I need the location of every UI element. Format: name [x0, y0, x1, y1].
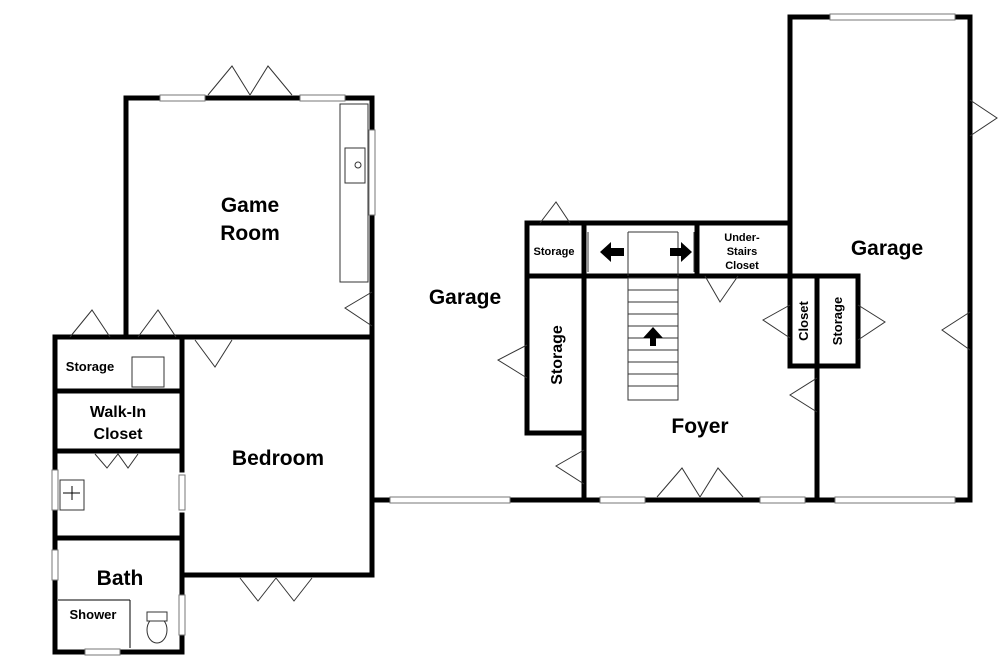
room-labels: Game Room Garage Garage Storage Walk-In …: [66, 194, 923, 622]
label-storage-tall-center: Storage: [549, 325, 566, 385]
label-storage-top-center: Storage: [534, 246, 575, 258]
label-under-stairs-2: Stairs: [727, 246, 758, 258]
label-garage-left: Garage: [429, 286, 501, 309]
label-closet-right: Closet: [796, 300, 811, 340]
label-shower: Shower: [70, 607, 117, 622]
stairs: [587, 231, 695, 401]
doors: [69, 65, 998, 602]
stair-arrow-up-icon: [643, 327, 663, 346]
walls: [52, 14, 973, 655]
fixtures: [58, 103, 369, 648]
label-storage-right: Storage: [830, 297, 845, 345]
label-garage-right: Garage: [851, 237, 923, 260]
label-storage-left: Storage: [66, 359, 114, 374]
label-foyer: Foyer: [671, 415, 728, 438]
label-game-room-1: Game: [221, 194, 279, 217]
windows: [51, 13, 956, 656]
label-bedroom: Bedroom: [232, 447, 324, 470]
stair-arrow-right-icon: [670, 242, 692, 262]
label-game-room-2: Room: [220, 222, 280, 245]
stair-arrow-left-icon: [600, 242, 624, 262]
label-walk-in-closet-2: Closet: [94, 426, 144, 443]
label-under-stairs-3: Closet: [725, 260, 759, 272]
label-bath: Bath: [97, 567, 144, 590]
label-walk-in-closet-1: Walk-In: [90, 404, 146, 421]
label-under-stairs-1: Under-: [724, 232, 760, 244]
